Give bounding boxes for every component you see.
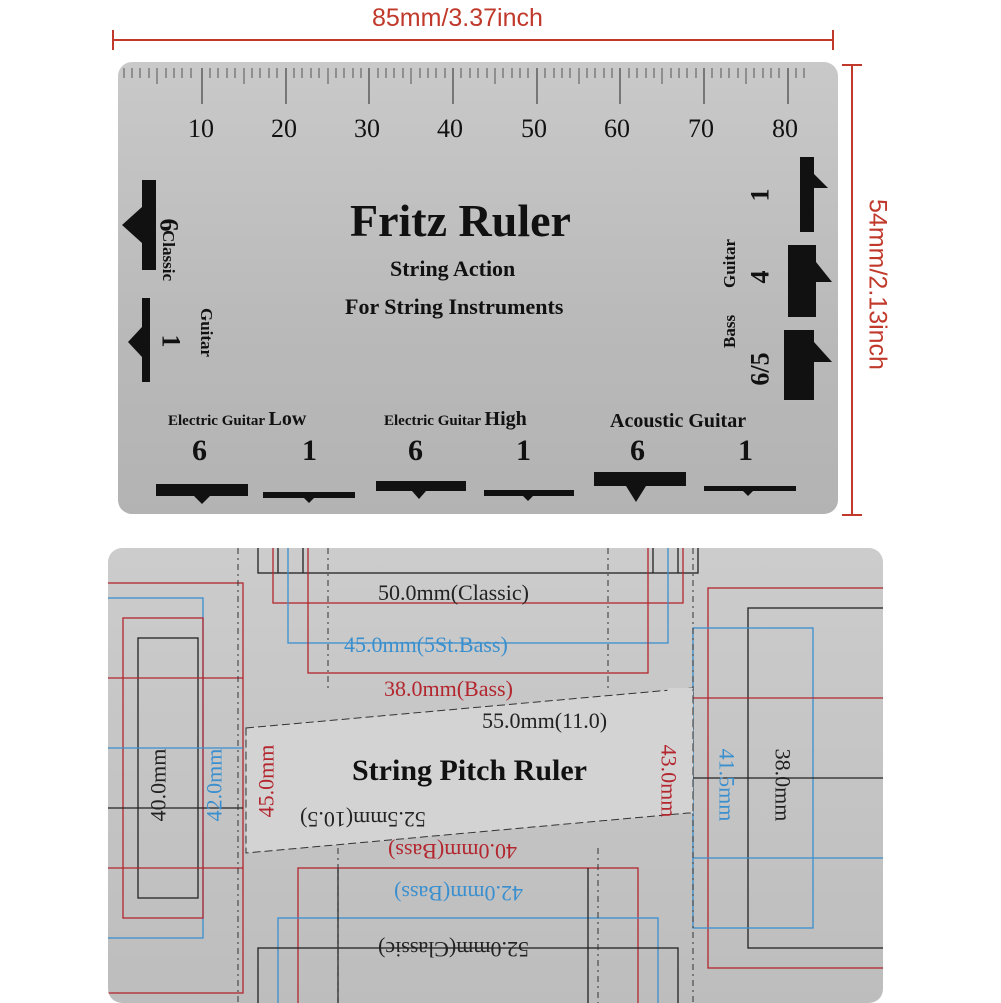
acoustic-1: 1 [738, 434, 753, 467]
string-action-subtitle: String Action [390, 256, 516, 281]
label-45mm-left: 45.0mm [253, 744, 279, 818]
electric-guitar-high-label: Electric Guitar High [384, 408, 527, 430]
label-52-classic: 52.0mm(Classic) [378, 937, 529, 962]
label-38mm-right: 38.0mm [770, 748, 796, 822]
scale-number-80: 80 [772, 114, 798, 143]
width-dimension-label: 85mm/3.37inch [372, 4, 543, 32]
label-42-bass: 42.0mm(Bass) [394, 881, 523, 906]
string-pitch-ruler-title: String Pitch Ruler [352, 754, 587, 787]
label-55-110: 55.0mm(11.0) [482, 708, 608, 733]
fritz-ruler-title: Fritz Ruler [350, 195, 571, 246]
string-pitch-ruler-card: 50.0mm(Classic) 45.0mm(5St.Bass) 38.0mm(… [108, 548, 883, 1003]
electric-low-1: 1 [302, 434, 317, 467]
low-label: Low [268, 408, 307, 430]
scale-number-60: 60 [604, 114, 630, 143]
electric-low-6: 6 [192, 434, 207, 467]
scale-number-10: 10 [188, 114, 214, 143]
label-38-bass: 38.0mm(Bass) [384, 676, 513, 701]
ruler-tick-marks [123, 68, 805, 104]
bottom-gauge-bars [156, 472, 796, 504]
electric-high-6: 6 [408, 434, 423, 467]
height-dimension-label: 54mm/2.13inch [863, 199, 892, 370]
label-40-bass: 40.0mm(Bass) [388, 839, 517, 864]
scale-number-20: 20 [271, 114, 297, 143]
pitch-grid-lines [108, 548, 883, 1003]
electric-guitar-low-label: Electric Guitar Low [168, 408, 307, 430]
label-52-5-105: 52.5mm(10.5) [300, 807, 426, 832]
fritz-ruler-card: 10 20 30 40 50 60 70 80 Fritz Ruler Stri… [118, 62, 838, 514]
label-41-5mm-right: 41.5mm [714, 748, 740, 822]
high-label: High [484, 408, 527, 430]
acoustic-6: 6 [630, 434, 645, 467]
string-instruments-subtitle: For String Instruments [345, 294, 564, 319]
scale-number-50: 50 [521, 114, 547, 143]
classic-guitar-gauges [122, 180, 156, 382]
bass-guitar-gauges [784, 157, 832, 400]
scale-number-40: 40 [437, 114, 463, 143]
label-50-classic: 50.0mm(Classic) [378, 580, 529, 605]
electric-high-1: 1 [516, 434, 531, 467]
label-43mm-right: 43.0mm [656, 744, 682, 818]
scale-number-30: 30 [354, 114, 380, 143]
label-40mm-left: 40.0mm [145, 748, 171, 822]
label-45-5st-bass: 45.0mm(5St.Bass) [344, 632, 508, 657]
acoustic-guitar-label: Acoustic Guitar [610, 410, 747, 432]
label-42mm-left: 42.0mm [201, 748, 227, 822]
scale-number-70: 70 [688, 114, 714, 143]
